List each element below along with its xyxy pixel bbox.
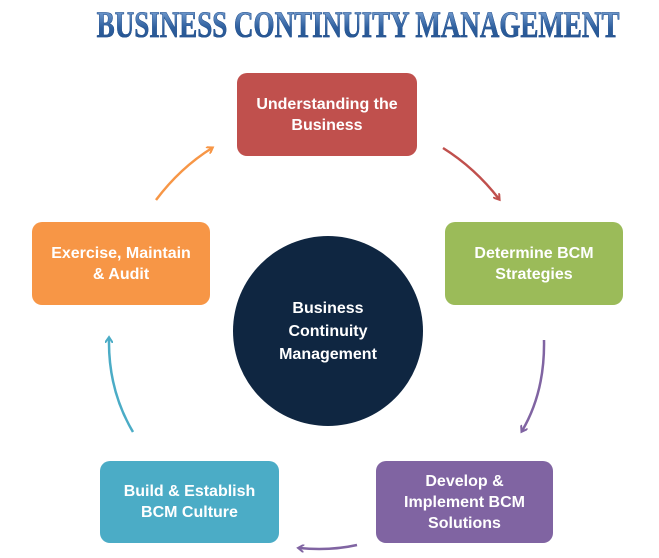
arrow-build-to-exercise bbox=[109, 338, 135, 433]
arrow-develop-to-build bbox=[299, 545, 358, 549]
arrow-understanding-to-determine bbox=[442, 146, 499, 199]
title-text: BUSINESS CONTINUITY MANAGEMENT bbox=[96, 5, 620, 47]
diagram-title: BUSINESS CONTINUITY MANAGEMENT bbox=[0, 4, 659, 47]
arrow-exercise-to-understanding bbox=[155, 148, 212, 201]
step-exercise-maintain-audit: Exercise, Maintain& Audit bbox=[32, 222, 210, 305]
arrow-determine-to-develop bbox=[522, 339, 546, 431]
